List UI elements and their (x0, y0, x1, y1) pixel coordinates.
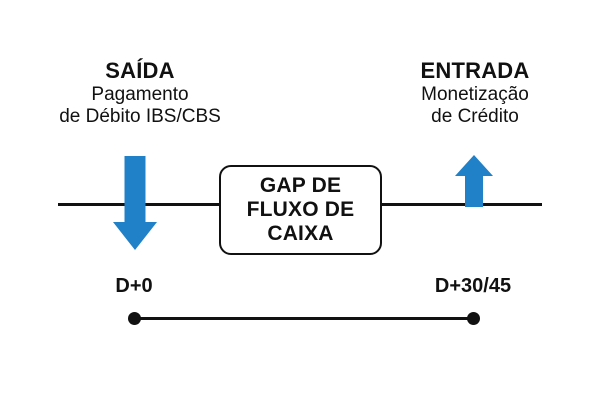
outflow-subtitle-line-1: Pagamento (91, 83, 189, 105)
gap-box-line-2: FLUXO DE (246, 198, 355, 222)
cash-flow-gap-box: GAP DE FLUXO DE CAIXA (219, 165, 382, 255)
timeline-start-label: D+0 (115, 275, 153, 297)
inflow-heading: ENTRADA (420, 58, 530, 83)
outflow-annotation: SAÍDA Pagamento de Débito IBS/CBS (20, 58, 260, 129)
outflow-heading: SAÍDA (105, 58, 175, 83)
gap-span-line (134, 317, 473, 320)
inflow-subtitle-line-1: Monetização (421, 83, 529, 105)
inflow-up-arrow-icon (455, 155, 493, 207)
outflow-subtitle-line-2: de Débito IBS/CBS (59, 106, 221, 128)
outflow-down-arrow-icon (113, 156, 157, 250)
gap-box-line-1: GAP DE (259, 174, 342, 198)
inflow-subtitle-line-2: de Crédito (431, 106, 519, 128)
inflow-annotation: ENTRADA Monetização de Crédito (375, 58, 575, 129)
gap-box-line-3: CAIXA (267, 221, 334, 245)
timeline-end-label: D+30/45 (434, 275, 512, 297)
cash-flow-gap-box-text: GAP DE FLUXO DE CAIXA (247, 174, 355, 246)
gap-span-start-dot (128, 312, 141, 325)
gap-span-end-dot (467, 312, 480, 325)
